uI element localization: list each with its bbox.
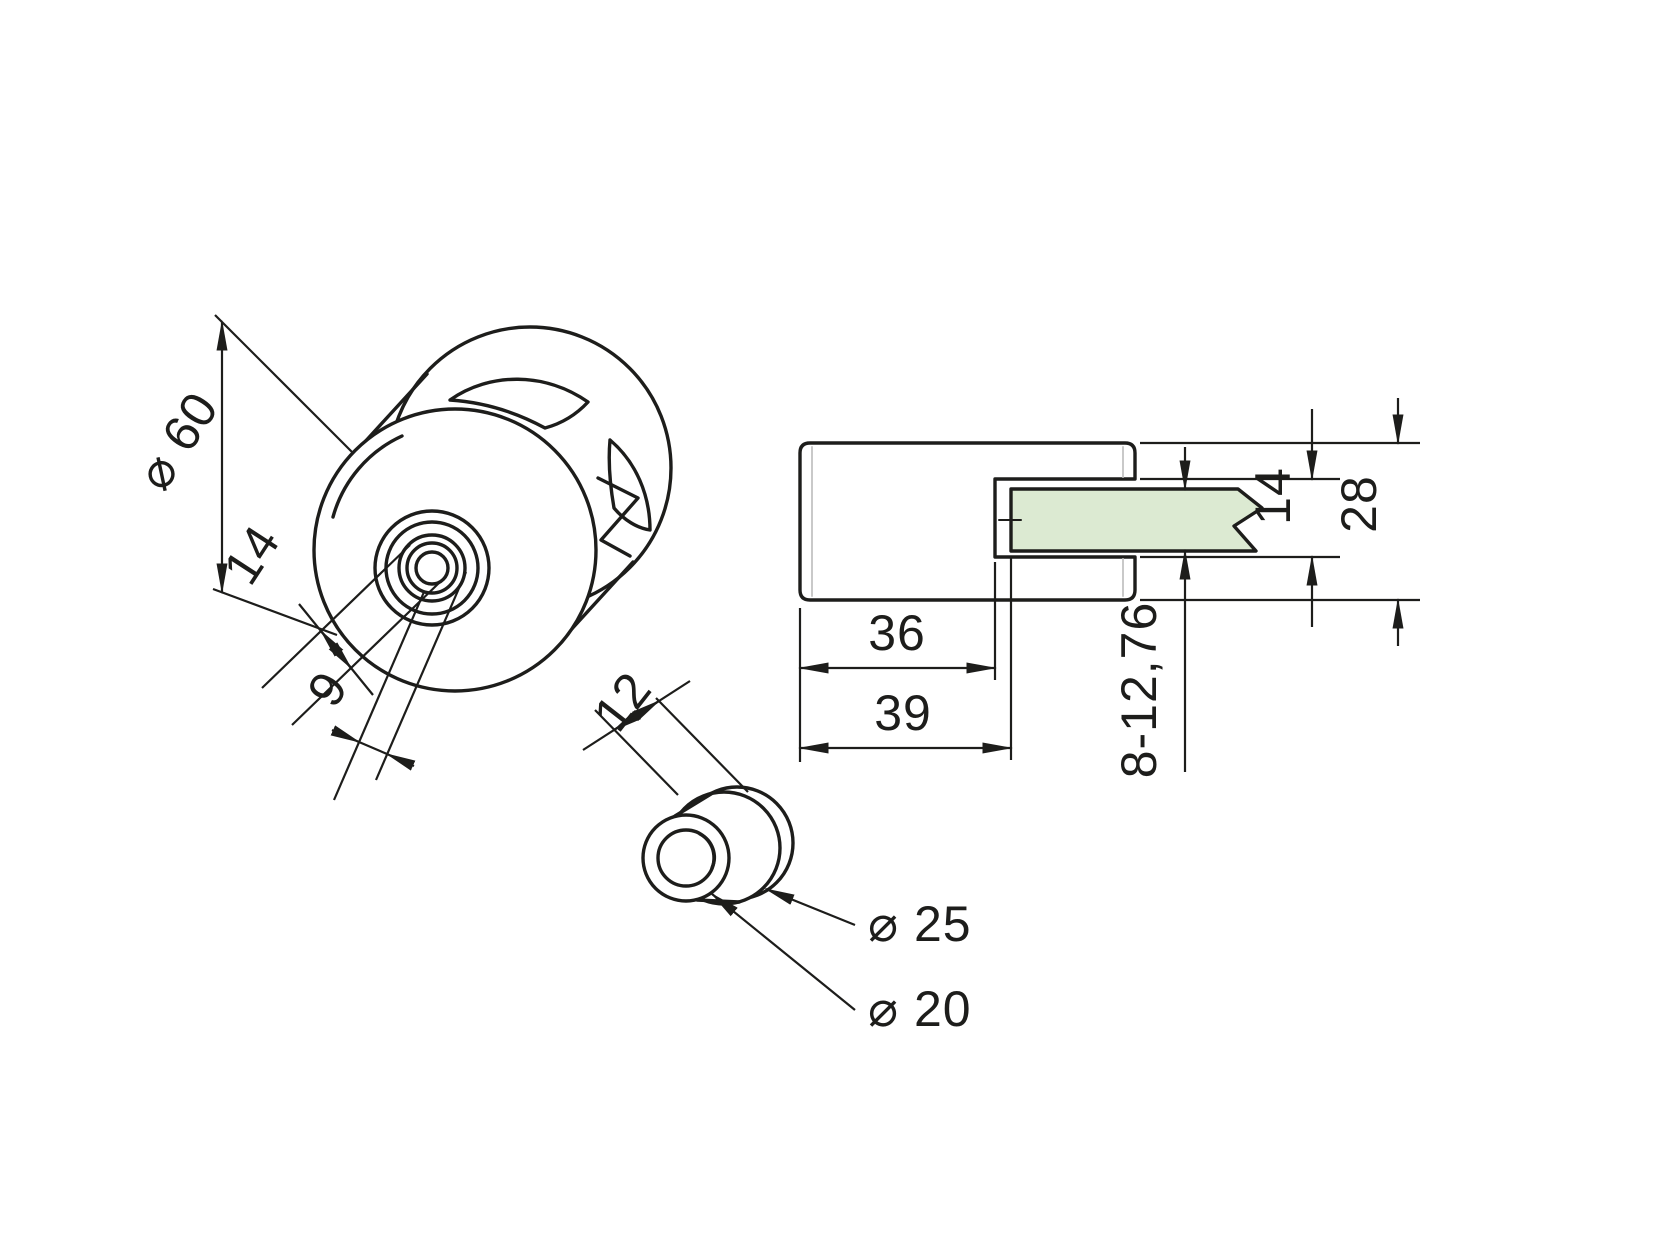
dim-dia20: ⌀ 20 bbox=[710, 892, 972, 1037]
ext-line bbox=[214, 314, 354, 454]
dim-slot36-label: 36 bbox=[868, 605, 926, 661]
clamp-slot-cutout bbox=[607, 438, 652, 532]
dim-arrow bbox=[330, 725, 362, 744]
dim-height28: 28 bbox=[1331, 398, 1404, 646]
dim-glass-range: 8-12,76 bbox=[1111, 447, 1191, 779]
dim-bushing12: 12 bbox=[582, 662, 749, 796]
bushing-hole-depth-edge bbox=[698, 832, 717, 870]
ext-line bbox=[655, 697, 749, 793]
dim-dia25: ⌀ 25 bbox=[763, 887, 972, 952]
dim-dia25-label: ⌀ 25 bbox=[868, 896, 972, 952]
bushing-view bbox=[641, 785, 795, 906]
dim-body39-label: 39 bbox=[874, 685, 932, 741]
dim-arrow bbox=[613, 699, 661, 731]
leader-line bbox=[763, 887, 856, 927]
dim-body39: 39 bbox=[797, 556, 1014, 760]
clamp-rim-chamfer bbox=[331, 434, 404, 519]
bushing-edge bbox=[673, 792, 713, 818]
glass-panel bbox=[1009, 487, 1264, 553]
clamp-inner-edge bbox=[596, 476, 640, 558]
dim-bushing12-label: 12 bbox=[583, 662, 663, 742]
dim-dia60-label: ⌀ 60 bbox=[126, 382, 229, 499]
ext-line bbox=[332, 591, 426, 801]
dim-height28-label: 28 bbox=[1331, 475, 1387, 533]
dim-slot14-label: 14 bbox=[1245, 467, 1301, 525]
clamp-body-section bbox=[798, 441, 1137, 602]
dim-bore14-label: 14 bbox=[213, 515, 291, 594]
dimensions: ⌀ 60 14 9 12 bbox=[126, 314, 1420, 1037]
leader-line bbox=[710, 892, 856, 1011]
ext-line bbox=[291, 581, 441, 726]
clamp-slot-cutout bbox=[448, 377, 590, 430]
dim-slot14: 14 bbox=[1245, 409, 1318, 627]
dim-slot36: 36 bbox=[797, 562, 998, 762]
dim-glass-range-label: 8-12,76 bbox=[1111, 602, 1167, 779]
ext-line bbox=[374, 571, 468, 781]
clamp-side-view bbox=[798, 441, 1264, 602]
ext-line bbox=[594, 709, 679, 796]
ext-line bbox=[212, 587, 338, 637]
part-geometry bbox=[312, 325, 1264, 906]
dim-dia20-label: ⌀ 20 bbox=[868, 981, 972, 1037]
dim-arrow bbox=[320, 630, 353, 670]
bushing-edge bbox=[695, 898, 741, 904]
dim-arrow bbox=[384, 752, 416, 771]
clamp-isometric-view bbox=[312, 325, 673, 693]
bore-screw-hole bbox=[414, 550, 450, 586]
dim-line bbox=[358, 740, 388, 756]
ext-line bbox=[261, 544, 411, 689]
